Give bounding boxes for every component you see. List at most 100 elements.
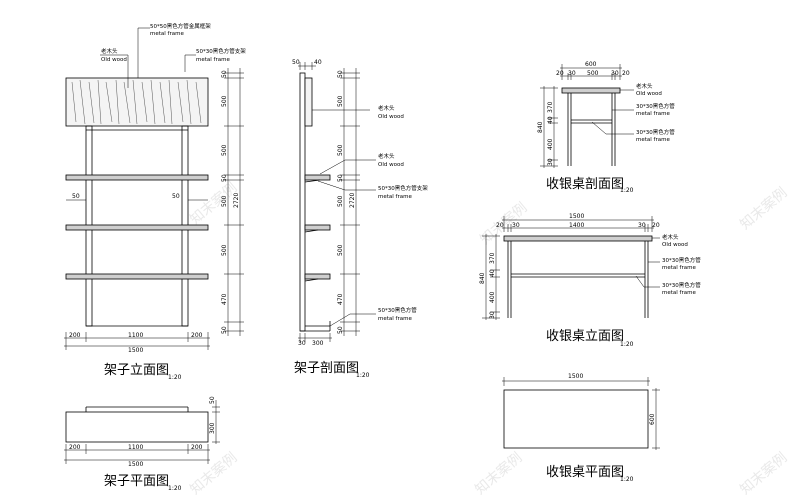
shelf-plan-bottom-dim-3: 200 bbox=[191, 444, 203, 451]
desk-section-top-dim-2: 30 bbox=[568, 70, 576, 77]
desk-plan-scale: 1:20 bbox=[620, 476, 634, 483]
desk-elev-wood-en: Old wood bbox=[662, 242, 688, 248]
shelf-plan-total-width: 1500 bbox=[128, 461, 143, 468]
section-frame-mid-cn: 50*30黑色方管支架 bbox=[378, 184, 428, 192]
section-top-dim-1: 50 bbox=[292, 59, 300, 66]
watermarks: 知末案例 知末案例 知末案例 知末案例 知末案例 知末案例 bbox=[187, 179, 791, 496]
watermark-6: 知末案例 bbox=[737, 449, 791, 496]
shelf-board-3 bbox=[65, 273, 209, 280]
section-dim-4: 50 bbox=[337, 174, 344, 182]
callout-wood-en: Old wood bbox=[101, 57, 127, 63]
section-side-dims: 50 500 500 50 500 500 470 50 2720 bbox=[337, 70, 360, 334]
desk-elev-top-dim-2: 30 bbox=[512, 222, 520, 229]
desk-elev-top-dim-4: 30 bbox=[638, 222, 646, 229]
desk-section-dim-3: 400 bbox=[547, 138, 554, 150]
shelf-elev-bottom-dim-2: 1100 bbox=[128, 332, 143, 339]
desk-elev-dim-4: 30 bbox=[489, 311, 496, 319]
desk-section-dim-1: 370 bbox=[547, 101, 554, 113]
desk-plan-width: 1500 bbox=[568, 373, 583, 380]
section-frame-low-en: metal frame bbox=[378, 316, 412, 322]
desk-elev-frame1-en: metal frame bbox=[662, 265, 696, 271]
section-dim-2: 500 bbox=[337, 95, 344, 107]
desk-elev-total-height: 840 bbox=[479, 272, 486, 284]
shelf-section-scale: 1:20 bbox=[356, 372, 370, 379]
section-shelf-1 bbox=[304, 174, 331, 181]
shelf-plan-scale: 1:20 bbox=[168, 485, 182, 492]
section-dim-8: 50 bbox=[337, 326, 344, 334]
shelf-plan-title: 架子平面图 bbox=[104, 474, 169, 489]
section-shelf-2 bbox=[304, 224, 331, 231]
section-shelf-3 bbox=[304, 273, 331, 280]
shelf-elev-total-height: 2720 bbox=[233, 193, 240, 208]
shelf-elev-inner-right-dim: 50 bbox=[172, 193, 180, 200]
desk-elev-top-dim-3: 1400 bbox=[569, 222, 584, 229]
desk-elevation-title: 收银桌立面图 bbox=[546, 329, 624, 344]
shelf-elevation-scale: 1:20 bbox=[168, 374, 182, 381]
desk-plan-depth: 600 bbox=[649, 413, 656, 425]
shelf-elev-dim-6: 500 bbox=[221, 244, 228, 256]
shelf-plan-bottom-dim-2: 1100 bbox=[128, 444, 143, 451]
desk-elevation-scale: 1:20 bbox=[620, 341, 634, 348]
shelf-elev-dim-4: 50 bbox=[221, 174, 228, 182]
shelf-elev-dim-3: 500 bbox=[221, 144, 228, 156]
section-wood-top-en: Old wood bbox=[378, 114, 404, 120]
desk-section-frame2-cn: 30*30黑色方管 bbox=[636, 128, 675, 136]
shelf-plan-outline bbox=[65, 411, 209, 443]
section-dim-6: 500 bbox=[337, 244, 344, 256]
desk-elev-wood-cn: 老木头 bbox=[662, 233, 679, 241]
shelf-elev-dim-2: 500 bbox=[221, 95, 228, 107]
desk-elev-dim-2: 40 bbox=[489, 269, 496, 277]
desk-section-total-height: 840 bbox=[537, 121, 544, 133]
desk-elev-top-dim-5: 20 bbox=[652, 222, 660, 229]
watermark-4: 知末案例 bbox=[187, 449, 241, 496]
desk-elev-dim-3: 400 bbox=[489, 291, 496, 303]
section-top-dim-2: 40 bbox=[314, 59, 322, 66]
section-dim-3: 500 bbox=[337, 144, 344, 156]
desk-elevation-view: 1500 20 30 1400 30 20 370 40 400 30 840 … bbox=[479, 213, 701, 348]
shelf-plan-dim-1: 50 bbox=[209, 396, 216, 404]
desk-section-top-dim-3: 500 bbox=[587, 70, 599, 77]
desk-section-top-dim-1: 20 bbox=[556, 70, 564, 77]
shelf-top-wood-panel bbox=[65, 77, 209, 127]
desk-section-top-total: 600 bbox=[585, 61, 597, 68]
shelf-elev-inner-left-dim: 50 bbox=[72, 193, 80, 200]
shelf-plan-dim-2: 300 bbox=[209, 422, 216, 434]
section-back-post bbox=[299, 72, 306, 332]
shelf-section-title: 架子剖面图 bbox=[294, 361, 359, 376]
section-frame-low-cn: 50*30黑色方管 bbox=[378, 306, 417, 314]
callout-wood-cn: 老木头 bbox=[101, 47, 118, 55]
desk-plan-title: 收银桌平面图 bbox=[546, 465, 624, 480]
desk-section-top bbox=[561, 87, 621, 94]
callout-frame-en: metal frame bbox=[196, 57, 230, 63]
shelf-elev-bottom-dim-3: 200 bbox=[191, 332, 203, 339]
section-dim-7: 470 bbox=[337, 293, 344, 305]
desk-elev-top-dim-1: 20 bbox=[496, 222, 504, 229]
section-top-wood bbox=[304, 77, 313, 127]
desk-section-title: 收银桌剖面图 bbox=[546, 177, 624, 192]
desk-section-wood-cn: 老木头 bbox=[636, 82, 653, 90]
shelf-elev-dim-1: 50 bbox=[221, 70, 228, 78]
shelf-elev-bottom-dim-1: 200 bbox=[69, 332, 81, 339]
shelf-plan-view: 50 300 200 1100 200 1500 架子平面图 1:20 bbox=[64, 396, 220, 492]
section-wood-top-cn: 老木头 bbox=[378, 104, 395, 112]
section-total-height: 2720 bbox=[349, 193, 356, 208]
shelf-elevation-title: 架子立面图 bbox=[104, 363, 169, 378]
watermark-3: 知末案例 bbox=[737, 184, 791, 233]
shelf-elev-total-width: 1500 bbox=[128, 347, 143, 354]
desk-section-wood-en: Old wood bbox=[636, 91, 662, 97]
desk-section-top-dim-4: 30 bbox=[611, 70, 619, 77]
desk-section-top-dim-5: 20 bbox=[622, 70, 630, 77]
section-frame-mid-en: metal frame bbox=[378, 194, 412, 200]
desk-elevation-top bbox=[503, 235, 653, 242]
desk-elev-frame2-en: metal frame bbox=[662, 290, 696, 296]
watermark-5: 知末案例 bbox=[472, 449, 526, 496]
desk-elev-frame2-cn: 30*30黑色方管 bbox=[662, 281, 701, 289]
desk-plan-view: 1500 600 收银桌平面图 1:20 bbox=[502, 373, 660, 483]
wood-grain-hatch bbox=[71, 79, 202, 125]
shelf-elev-side-dims: 50 500 500 50 500 500 470 50 2720 bbox=[221, 70, 244, 334]
callout-frame-cn: 50*30黑色方管支架 bbox=[196, 47, 246, 55]
shelf-elev-dim-5: 500 bbox=[221, 195, 228, 207]
desk-elev-frame1-cn: 30*30黑色方管 bbox=[662, 256, 701, 264]
desk-section-frame2-en: metal frame bbox=[636, 137, 670, 143]
